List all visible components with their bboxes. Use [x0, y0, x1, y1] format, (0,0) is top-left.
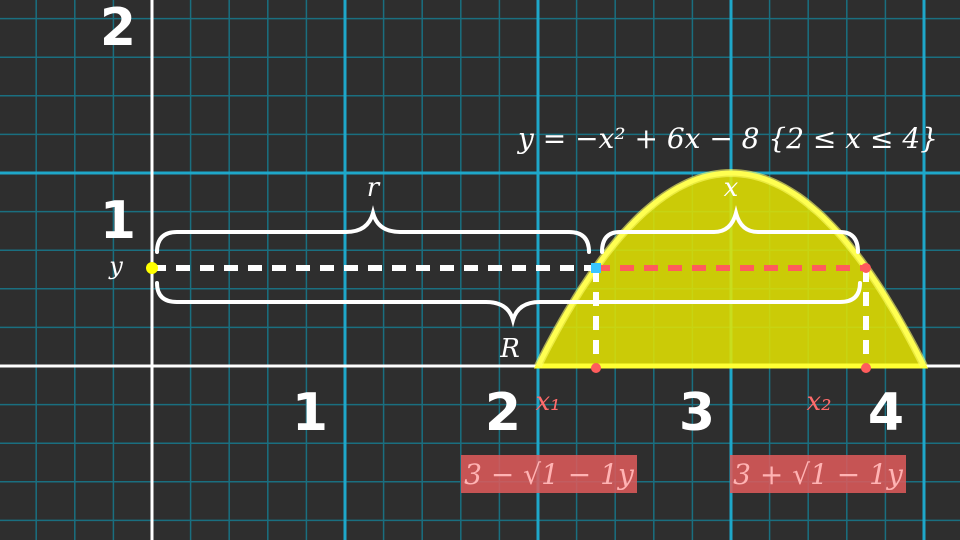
label-x2: x₂	[806, 387, 831, 417]
label-x1: x₁	[535, 387, 560, 417]
y-marker	[146, 262, 158, 274]
brace-x	[600, 205, 860, 254]
left-root-box	[461, 455, 637, 493]
x2-top-marker	[861, 263, 871, 273]
label-r: r	[367, 173, 381, 203]
x2-bottom-marker	[861, 363, 871, 373]
x1-top-marker	[591, 263, 601, 273]
y-tick-2: 2	[100, 0, 136, 58]
label-y: y	[108, 252, 123, 280]
parabola-edge	[534, 168, 928, 368]
label-x: x	[724, 173, 739, 203]
x-tick-2: 2	[485, 383, 521, 443]
x-tick-4: 4	[868, 383, 904, 443]
brace-R	[155, 281, 862, 328]
right-root-text: 3 + √1 − 1y	[733, 458, 904, 491]
equation-label: y = −x² + 6x − 8 {2 ≤ x ≤ 4}	[516, 122, 938, 155]
x-tick-1: 1	[292, 383, 328, 443]
label-R: R	[499, 334, 520, 364]
left-root-text: 3 − √1 − 1y	[464, 458, 635, 491]
x-tick-3: 3	[679, 383, 715, 443]
right-root-box	[730, 455, 906, 493]
brace-r	[155, 205, 591, 254]
y-tick-1: 1	[100, 191, 136, 251]
x1-bottom-marker	[591, 363, 601, 373]
